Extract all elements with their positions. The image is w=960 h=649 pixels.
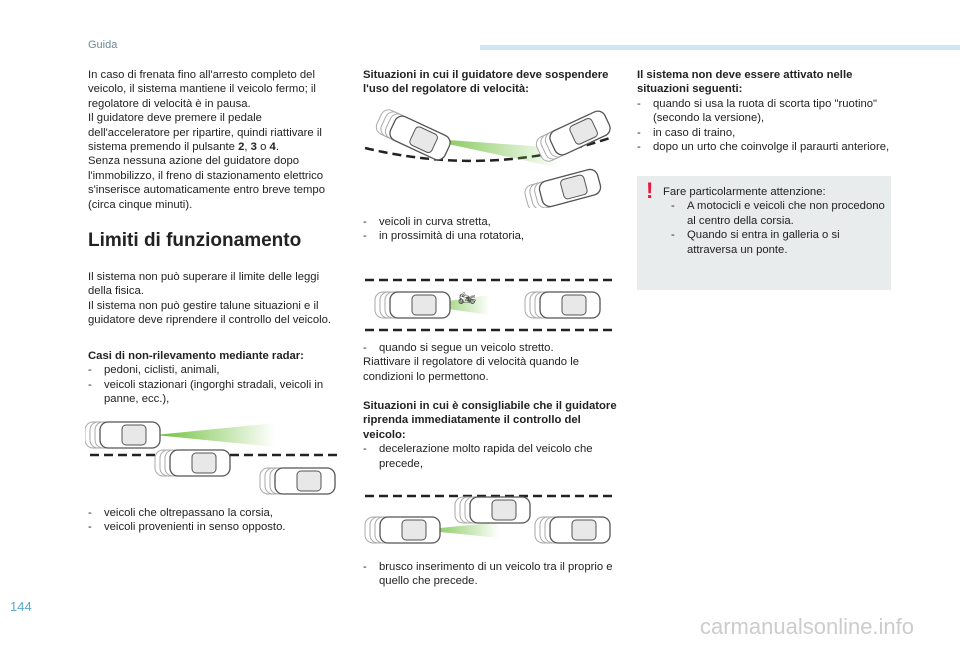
lane-cases: -veicoli che oltrepassano la corsia, -ve…	[88, 507, 286, 534]
radar-beam	[420, 522, 500, 538]
car-icon	[374, 291, 451, 319]
cutin-text: -brusco inserimento di un veicolo tra il…	[363, 561, 613, 588]
car-icon	[534, 516, 611, 544]
cut-in-illustration	[364, 494, 615, 544]
stationary-vehicle-illustration	[85, 421, 340, 495]
narrow-vehicle-illustration: 🏍	[365, 278, 615, 332]
intro-text: In caso di frenata fino all'arresto comp…	[88, 69, 325, 211]
section-heading: Limiti di funzionamento	[88, 230, 302, 251]
car-icon	[154, 449, 231, 477]
section-header: Guida	[88, 39, 118, 51]
exclamation-icon: !	[646, 178, 654, 203]
radar-beam	[155, 423, 275, 447]
follow-text: -quando si segue un veicolo stretto. Ria…	[363, 342, 580, 383]
resume-text: Situazioni in cui è consigliabile che il…	[363, 400, 617, 470]
motorcycle-icon: 🏍	[458, 290, 476, 306]
noactivate-text: Il sistema non deve essere attivato nell…	[637, 69, 890, 154]
radar-beam	[420, 295, 490, 315]
limits-text: Il sistema non può superare il limite de…	[88, 271, 332, 327]
suspend-list: -veicoli in curva stretta, -in prossimit…	[363, 216, 525, 243]
car-icon	[375, 109, 451, 161]
car-icon	[524, 168, 602, 208]
suspend-title: Situazioni in cui il guidatore deve sosp…	[363, 69, 609, 96]
car-icon	[85, 421, 161, 449]
car-icon	[524, 291, 601, 319]
radar-cases: Casi di non-rilevamento mediante radar: …	[88, 350, 324, 406]
car-icon	[454, 496, 531, 524]
watermark: carmanualsonline.info	[700, 614, 915, 639]
page-number: 144	[10, 599, 32, 614]
header-bar	[480, 45, 960, 50]
car-icon	[259, 467, 336, 495]
radar-beam	[420, 138, 560, 168]
warning-box: ! Fare particolarmente attenzione: -A mo…	[637, 176, 891, 290]
car-icon	[535, 110, 611, 162]
car-icon	[364, 516, 441, 544]
curve-illustration	[364, 109, 611, 208]
